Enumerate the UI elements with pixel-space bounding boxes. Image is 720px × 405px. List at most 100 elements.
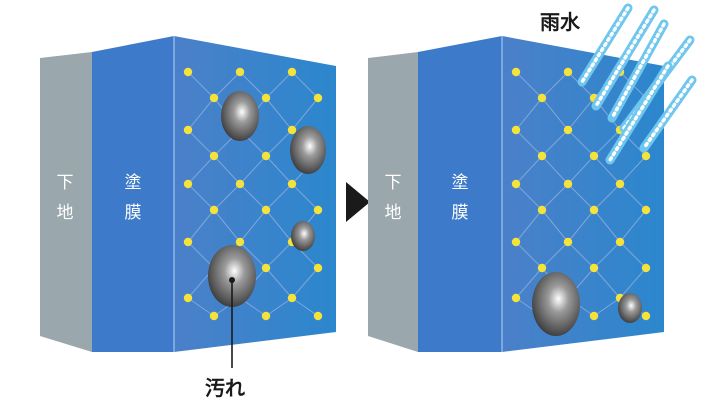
lattice-line xyxy=(291,297,319,317)
lattice-line xyxy=(541,71,569,99)
lattice-line xyxy=(619,209,647,243)
lattice-node xyxy=(235,179,245,189)
lattice-node xyxy=(641,151,651,161)
rain-streak-dots xyxy=(594,8,656,108)
lattice-node xyxy=(287,179,297,189)
coating-layer-left xyxy=(92,36,174,352)
lattice-node xyxy=(209,93,219,103)
lattice-node xyxy=(537,93,547,103)
lattice-node xyxy=(261,263,271,273)
lattice-line xyxy=(265,71,293,99)
lattice-line xyxy=(541,241,569,269)
lattice-line xyxy=(593,267,621,299)
lattice-line xyxy=(567,209,595,243)
lattice-node xyxy=(641,205,651,215)
lattice-line xyxy=(239,71,267,99)
lattice-line xyxy=(593,241,621,269)
lattice-node xyxy=(261,311,271,321)
substrate-label-left: 下 地 xyxy=(53,168,77,228)
lattice-node xyxy=(563,67,573,77)
dirt-leader-dot xyxy=(229,277,235,283)
hex-lattice-left xyxy=(187,71,319,317)
lattice-line xyxy=(265,241,293,269)
panel-before xyxy=(40,36,336,368)
lattice-line xyxy=(291,71,319,99)
lattice-node xyxy=(511,125,521,135)
lattice-node xyxy=(183,67,193,77)
substrate-layer-right xyxy=(368,52,418,352)
lattice-line xyxy=(619,241,647,269)
lattice-line xyxy=(291,267,319,299)
lattice-node xyxy=(183,293,193,303)
lattice-node xyxy=(537,205,547,215)
lattice-line xyxy=(541,183,569,211)
lattice-line xyxy=(593,297,621,317)
lattice-node xyxy=(589,151,599,161)
lattice-line xyxy=(567,97,595,131)
lattice-line xyxy=(187,129,215,157)
lattice-node xyxy=(261,205,271,215)
coating-char-1: 塗 xyxy=(124,173,142,193)
coating-char-1: 塗 xyxy=(451,173,469,193)
lattice-node xyxy=(235,237,245,247)
lattice-node xyxy=(287,67,297,77)
lattice-line xyxy=(515,183,543,211)
dirt-caption: 汚れ xyxy=(205,376,245,400)
lattice-line xyxy=(567,183,595,211)
lattice-line xyxy=(593,155,621,185)
lattice-line xyxy=(187,297,215,317)
substrate-char-1: 下 xyxy=(384,173,402,193)
lattice-node xyxy=(615,179,625,189)
lattice-line xyxy=(239,155,267,185)
substrate-char-2: 地 xyxy=(384,203,402,223)
dirt-drop-5 xyxy=(532,272,580,336)
lattice-node xyxy=(209,151,219,161)
lattice-node xyxy=(287,293,297,303)
lattice-line xyxy=(567,155,595,185)
lattice-line xyxy=(619,155,647,185)
triangle-right-icon xyxy=(346,182,370,222)
lattice-line xyxy=(619,267,647,299)
coating-char-2: 膜 xyxy=(124,203,142,223)
lattice-line xyxy=(541,97,569,131)
lattice-line xyxy=(515,267,543,299)
lattice-node xyxy=(313,205,323,215)
lattice-line xyxy=(541,155,569,185)
lattice-line xyxy=(567,241,595,269)
lattice-line xyxy=(515,129,543,157)
lattice-node xyxy=(641,311,651,321)
lattice-line xyxy=(515,97,543,131)
lattice-node xyxy=(183,237,193,247)
lattice-line xyxy=(187,241,215,269)
lattice-node xyxy=(261,151,271,161)
lattice-node xyxy=(183,125,193,135)
lattice-line xyxy=(213,183,241,211)
lattice-line xyxy=(619,183,647,211)
lattice-node xyxy=(511,67,521,77)
lattice-line xyxy=(213,155,241,185)
lattice-node xyxy=(183,179,193,189)
lattice-node xyxy=(537,151,547,161)
coating-char-2: 膜 xyxy=(451,203,469,223)
lattice-line xyxy=(515,241,543,269)
lattice-node xyxy=(589,311,599,321)
lattice-line xyxy=(265,209,293,243)
lattice-node xyxy=(511,179,521,189)
coating-label-right: 塗 膜 xyxy=(448,168,472,228)
coating-surface-right xyxy=(502,36,664,352)
lattice-line xyxy=(213,209,241,243)
lattice-line xyxy=(187,97,215,131)
lattice-node xyxy=(261,93,271,103)
lattice-node xyxy=(313,311,323,321)
lattice-node xyxy=(589,205,599,215)
lattice-line xyxy=(515,155,543,185)
lattice-line xyxy=(187,209,215,243)
lattice-line xyxy=(239,209,267,243)
lattice-line xyxy=(239,241,267,269)
substrate-char-1: 下 xyxy=(56,173,74,193)
coating-layer-right xyxy=(418,36,502,352)
lattice-line xyxy=(239,183,267,211)
dirt-drop-4 xyxy=(208,245,256,307)
lattice-line xyxy=(187,183,215,211)
